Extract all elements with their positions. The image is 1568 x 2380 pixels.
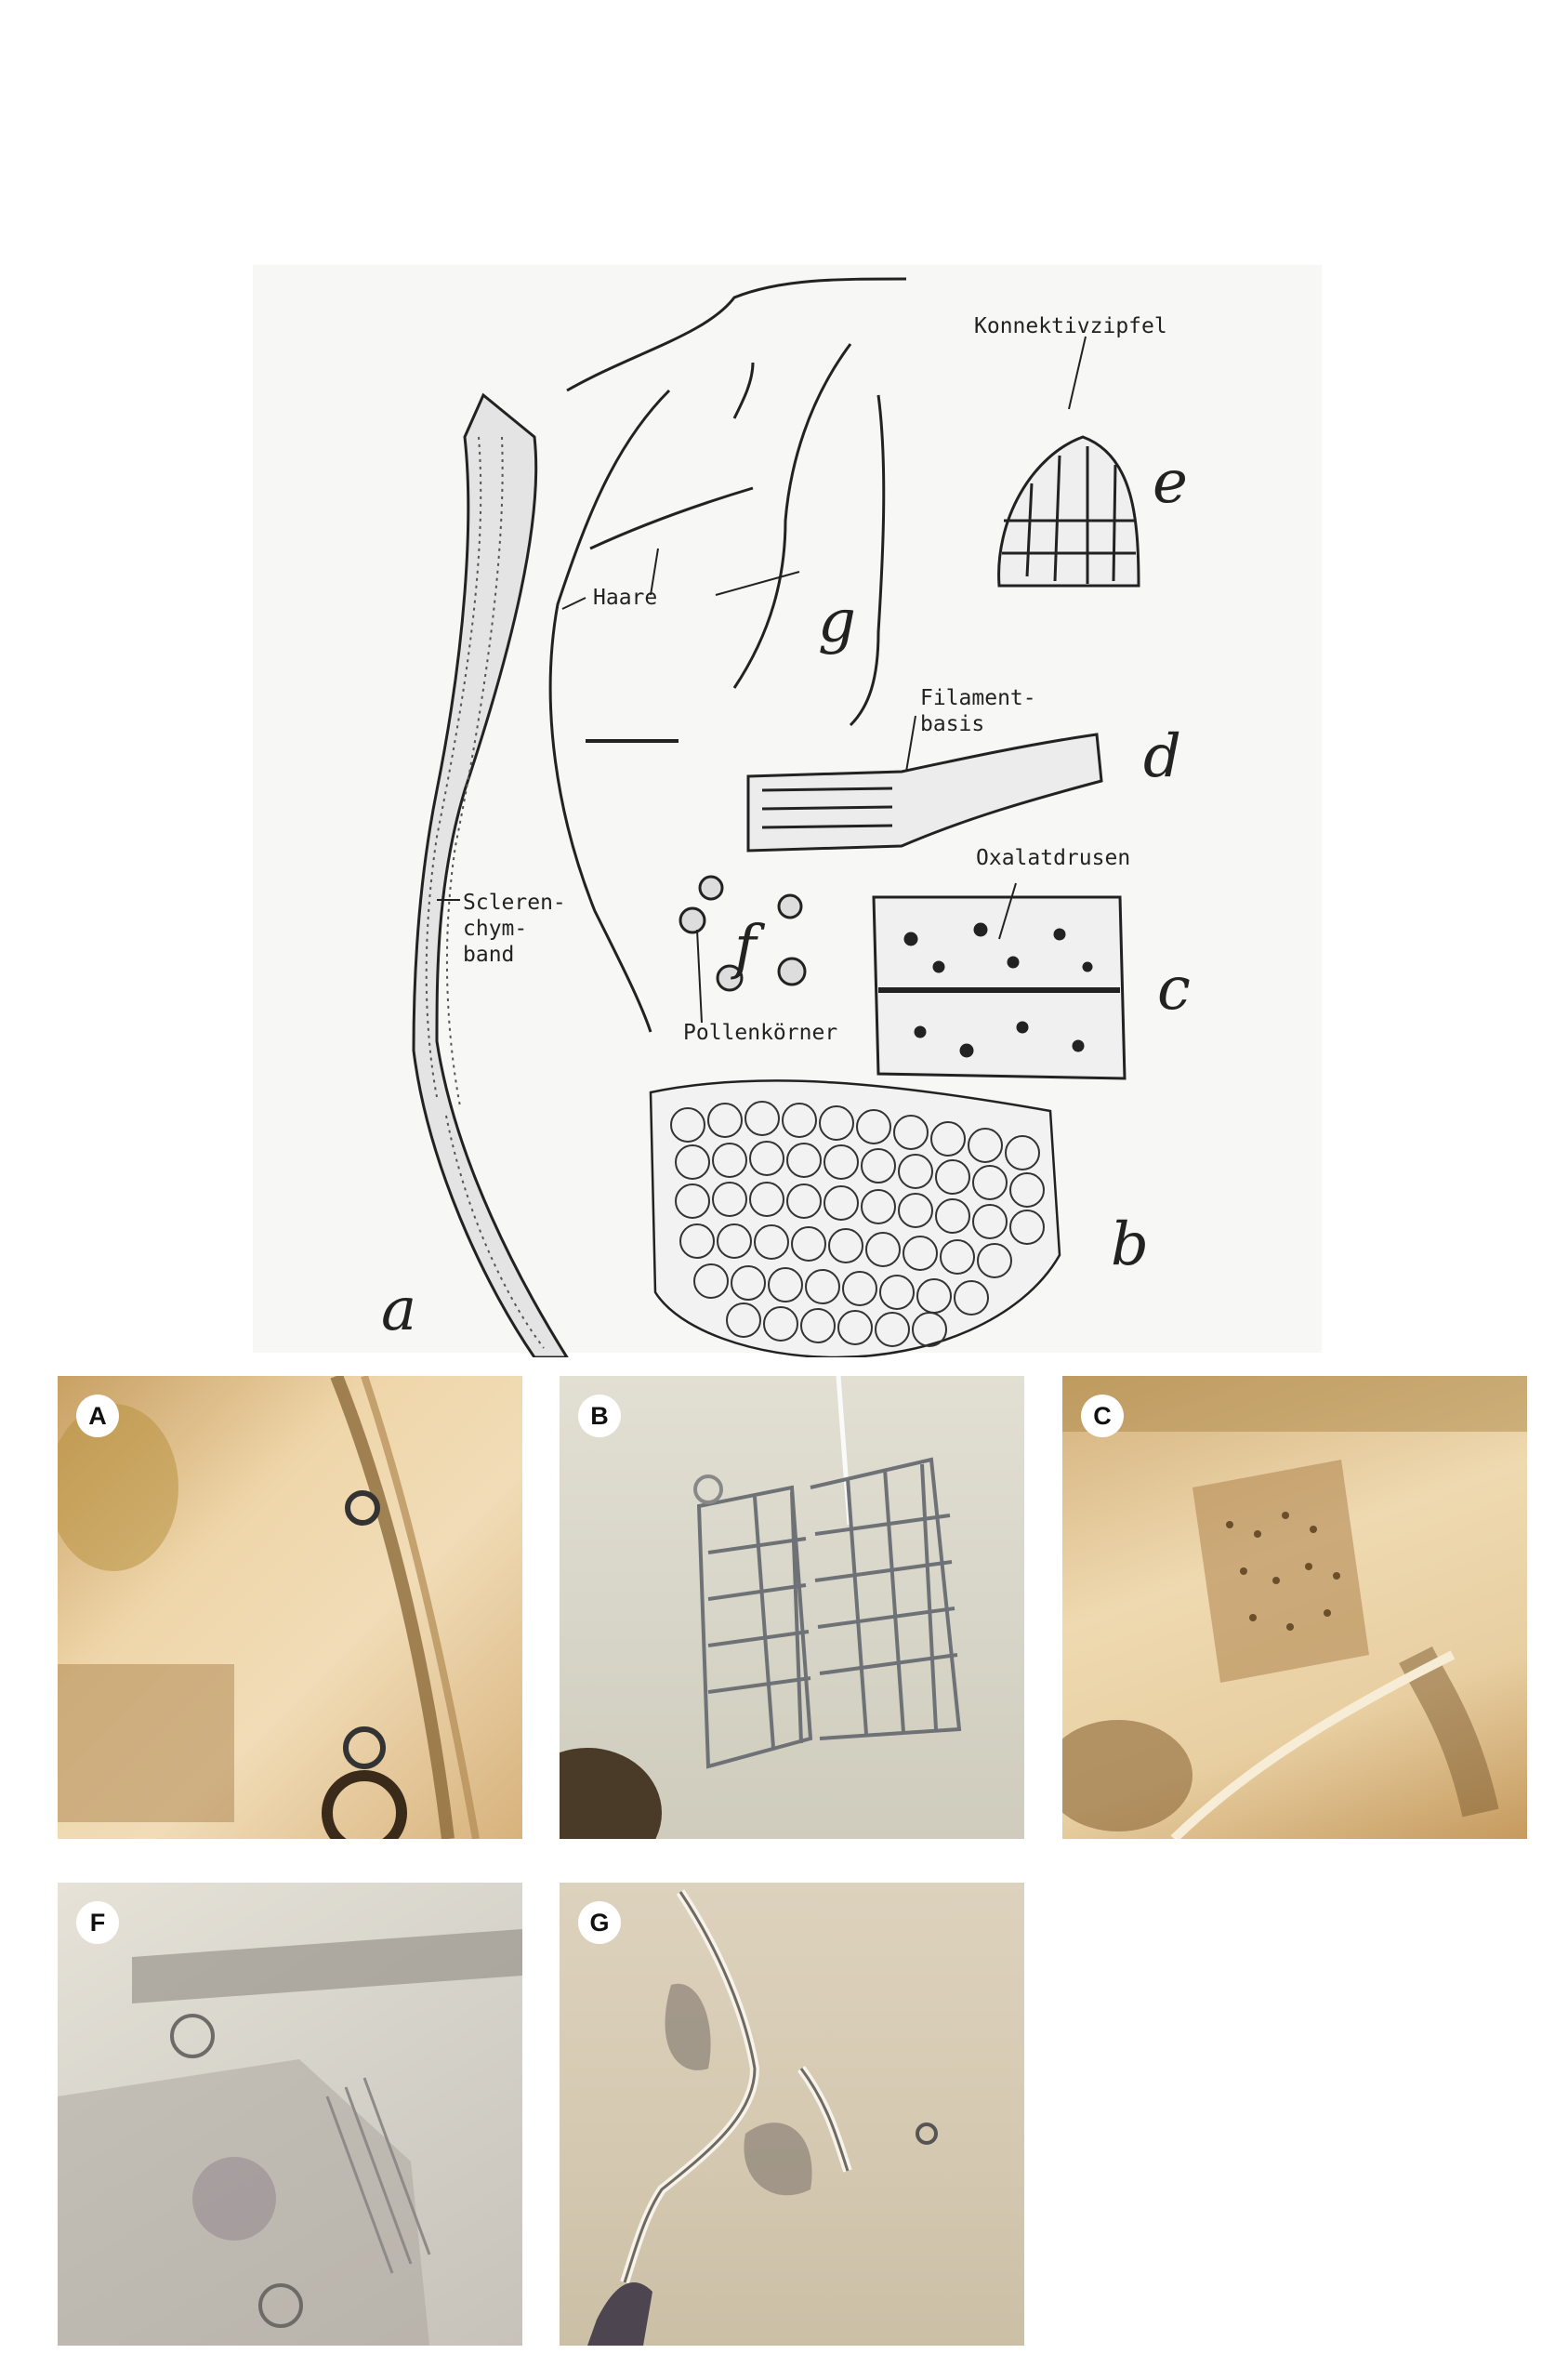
photo-label-g: G [578, 1901, 621, 1944]
oxalate-tissue-drawing [872, 895, 1127, 1080]
label-sclerenchym-1: Scleren- [463, 891, 566, 915]
letter-g: g [818, 588, 856, 656]
photo-label-b: B [578, 1395, 621, 1437]
label-haare: Haare [593, 586, 657, 610]
photo-panel-f: F [58, 1883, 522, 2346]
label-sclerenchym-2: chym- [463, 917, 527, 941]
cell-tissue-drawing [649, 1079, 1061, 1357]
pollen-grains-drawing [679, 875, 807, 992]
letter-b: b [1111, 1210, 1149, 1279]
hairs-drawing [548, 277, 907, 1033]
photo-panel-a: A [58, 1376, 522, 1839]
label-sclerenchym-3: band [463, 943, 514, 967]
label-pollenkoerner: Pollenkörner [683, 1021, 837, 1045]
letter-c: c [1157, 955, 1191, 1024]
label-filament-1: Filament- [920, 686, 1036, 710]
photo-g-content [587, 1889, 938, 2346]
label-filament-2: basis [920, 712, 984, 736]
letter-e: e [1153, 448, 1188, 517]
botanical-drawing: Konnektivzipfel Haare Filament- basis Ox… [253, 265, 1322, 1357]
photo-a-content [58, 1376, 480, 1839]
filament-base-drawing [746, 733, 1103, 853]
photo-panel-g: G [560, 1883, 1024, 2346]
photo-c-content [1062, 1376, 1527, 1839]
photo-panel-c: C [1062, 1376, 1527, 1839]
photo-label-c: C [1081, 1395, 1124, 1437]
label-konnektivzipfel: Konnektivzipfel [974, 314, 1167, 338]
letter-a: a [381, 1276, 416, 1344]
photo-f-content [58, 1929, 522, 2346]
photo-b-content [560, 1376, 962, 1839]
connective-tip-drawing [997, 435, 1140, 588]
letter-d: d [1143, 722, 1181, 791]
sclerenchyma-band-drawing [412, 392, 569, 1357]
photo-panel-b: B [560, 1376, 1024, 1839]
photo-label-a: A [76, 1395, 119, 1437]
leader-lines [437, 336, 1087, 1024]
photo-label-f: F [76, 1901, 119, 1944]
label-oxalatdrusen: Oxalatdrusen [976, 846, 1130, 870]
